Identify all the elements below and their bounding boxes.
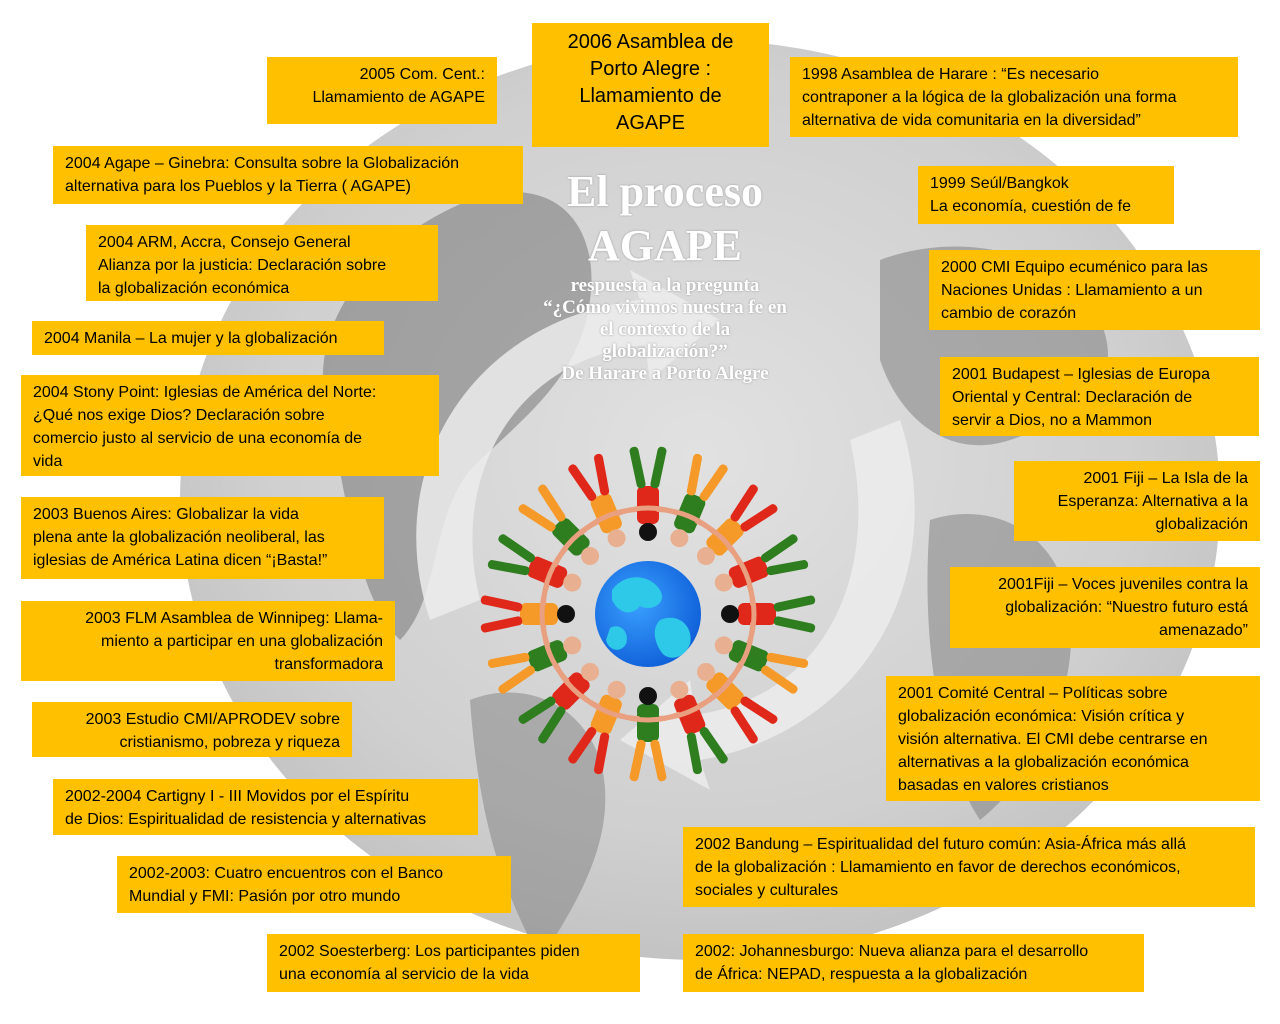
event-2004-manila: 2004 Manila – La mujer y la globalizació… <box>32 321 384 355</box>
dancing-figure <box>518 661 601 744</box>
event-2004-agape-ginebra: 2004 Agape – Ginebra: Consulta sobre la … <box>53 146 523 204</box>
dancing-figure <box>568 453 640 548</box>
dancing-figure <box>714 622 809 694</box>
dancing-figure <box>615 446 681 541</box>
event-2001-fiji-isla-esperanza: 2001 Fiji – La Isla de la Esperanza: Alt… <box>1014 461 1260 541</box>
dancing-figures-ring <box>480 446 816 782</box>
dancing-figure <box>695 661 778 744</box>
event-2001-fiji-voces-juveniles: 2001Fiji – Voces juveniles contra la glo… <box>950 567 1260 648</box>
event-2003-estudio-aprodev: 2003 Estudio CMI/APRODEV sobre cristiani… <box>32 702 352 757</box>
diagram-title: El proceso AGAPE respuesta a la pregunta… <box>520 165 810 385</box>
event-2006-porto-alegre: 2006 Asamblea de Porto Alegre : Llamamie… <box>532 23 769 147</box>
title-main: El proceso AGAPE <box>567 167 763 270</box>
event-2002-banco-mundial: 2002-2003: Cuatro encuentros con el Banc… <box>117 856 511 913</box>
dancing-figure <box>714 534 809 606</box>
event-2002-soesterberg: 2002 Soesterberg: Los participantes pide… <box>267 934 640 992</box>
blue-earth-icon <box>595 561 701 667</box>
event-2002-cartigny: 2002-2004 Cartigny I - III Movidos por e… <box>53 779 478 835</box>
event-1998-harare: 1998 Asamblea de Harare : “Es necesario … <box>790 57 1238 137</box>
event-2004-stony-point: 2004 Stony Point: Iglesias de América de… <box>21 375 439 476</box>
event-2002-johannesburgo: 2002: Johannesburgo: Nueva alianza para … <box>683 934 1144 992</box>
event-2000-cmi-naciones-unidas: 2000 CMI Equipo ecuménico para las Nacio… <box>929 250 1260 330</box>
event-2003-buenos-aires: 2003 Buenos Aires: Globalizar la vida pl… <box>21 497 384 579</box>
event-2002-bandung: 2002 Bandung – Espiritualidad del futuro… <box>683 827 1255 907</box>
event-2003-flm-winnipeg: 2003 FLM Asamblea de Winnipeg: Llama- mi… <box>21 601 395 681</box>
event-2004-arm-accra: 2004 ARM, Accra, Consejo General Alianza… <box>86 225 438 301</box>
event-2001-comite-central: 2001 Comité Central – Políticas sobre gl… <box>886 676 1260 801</box>
event-2001-budapest: 2001 Budapest – Iglesias de Europa Orien… <box>940 357 1259 436</box>
title-subtitle: respuesta a la pregunta “¿Cómo vivimos n… <box>543 275 787 384</box>
event-1999-seul-bangkok: 1999 Seúl/Bangkok La economía, cuestión … <box>918 166 1174 224</box>
event-2005-com-cent: 2005 Com. Cent.: Llamamiento de AGAPE <box>267 57 497 124</box>
